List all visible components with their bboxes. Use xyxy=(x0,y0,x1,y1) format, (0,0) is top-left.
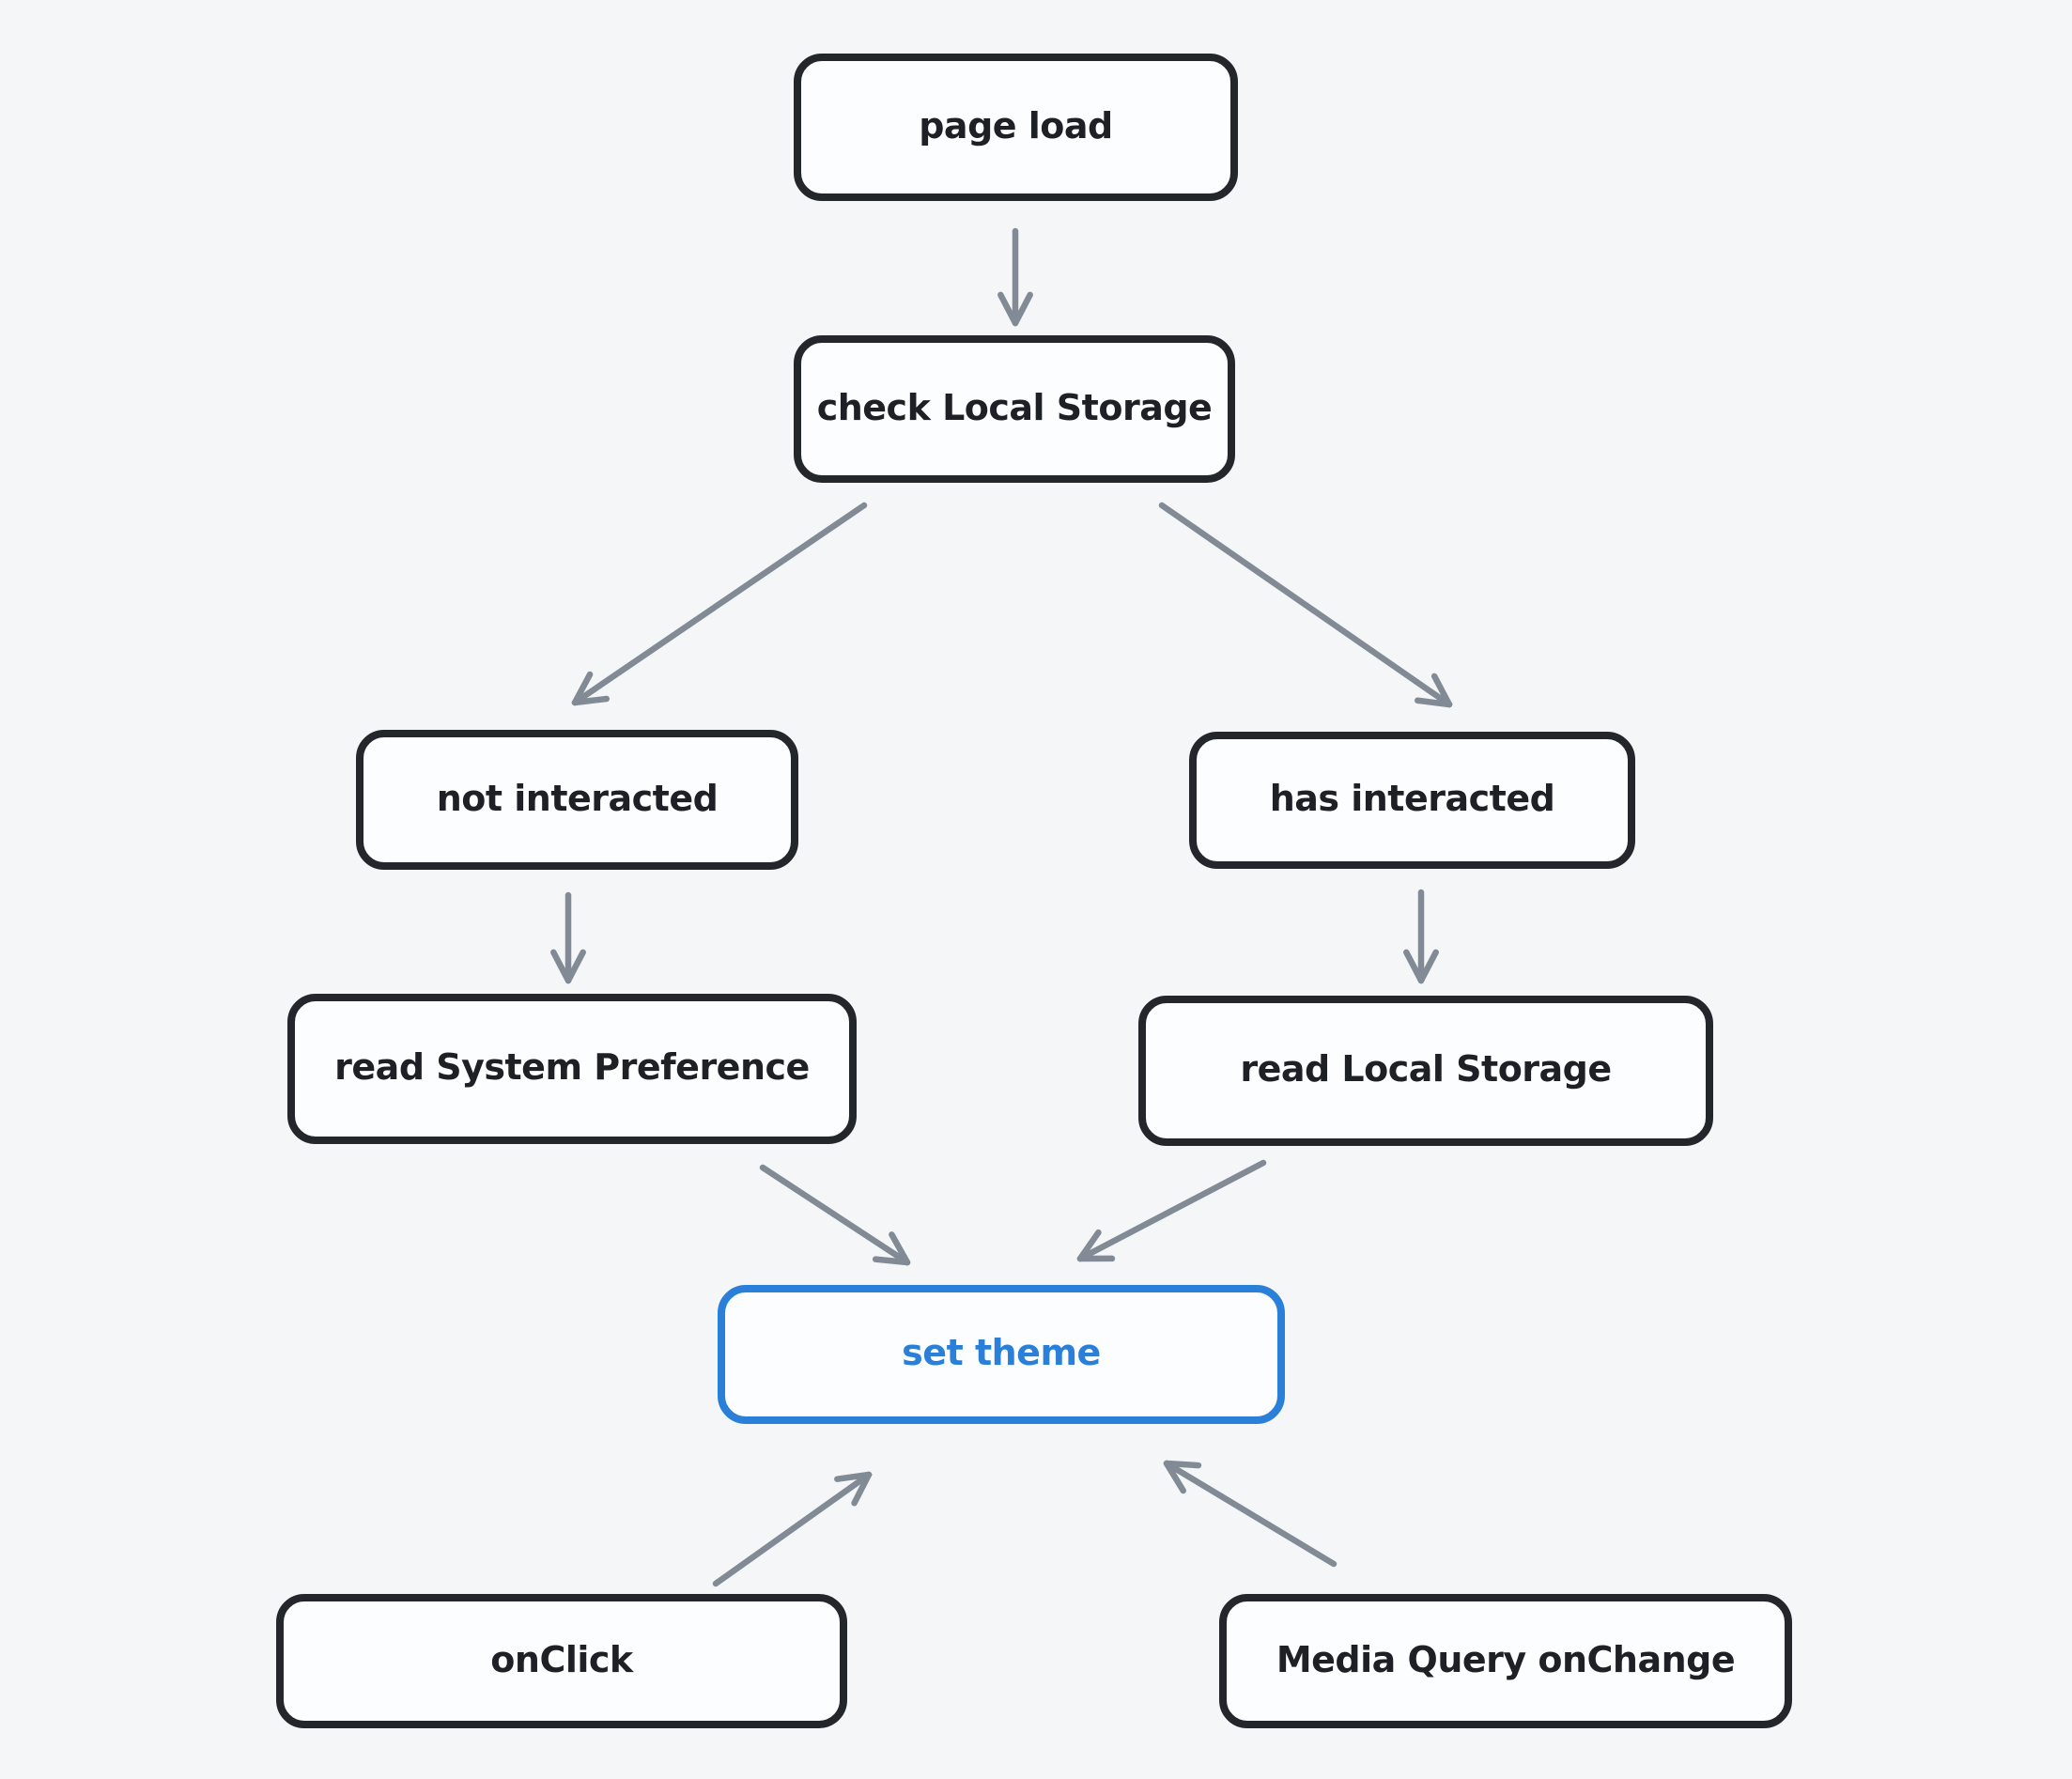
node-read-system-preference: read System Preference xyxy=(287,994,857,1144)
arrow-read-sys-to-set-theme xyxy=(759,1164,911,1266)
arrow-onclick-to-set-theme xyxy=(712,1471,873,1587)
node-not-interacted: not interacted xyxy=(356,730,798,870)
node-label-media-query-onchange: Media Query onChange xyxy=(1276,1638,1736,1680)
node-check-local-storage: check Local Storage xyxy=(794,335,1235,483)
arrow-not-interacted-to-read-sys xyxy=(550,891,586,984)
node-label-page-load: page load xyxy=(919,104,1113,147)
node-page-load: page load xyxy=(794,54,1238,201)
node-set-theme: set theme xyxy=(718,1285,1285,1424)
arrow-read-ls-to-set-theme xyxy=(1076,1159,1267,1262)
node-label-read-system-preference: read System Preference xyxy=(334,1046,810,1088)
node-read-local-storage: read Local Storage xyxy=(1138,996,1713,1146)
arrow-media-query-to-set-theme xyxy=(1163,1460,1338,1568)
node-has-interacted: has interacted xyxy=(1189,732,1635,869)
node-media-query-onchange: Media Query onChange xyxy=(1219,1594,1792,1728)
node-label-check-local-storage: check Local Storage xyxy=(816,386,1213,428)
node-label-read-local-storage: read Local Storage xyxy=(1240,1048,1612,1090)
node-label-set-theme: set theme xyxy=(902,1332,1101,1373)
node-label-has-interacted: has interacted xyxy=(1269,778,1555,819)
arrow-page-load-to-check xyxy=(997,227,1033,327)
arrow-check-to-has-interacted xyxy=(1158,502,1453,708)
node-label-onclick: onClick xyxy=(490,1638,633,1680)
arrow-check-to-not-interacted xyxy=(571,502,868,706)
arrow-has-interacted-to-read-ls xyxy=(1403,889,1439,984)
node-label-not-interacted: not interacted xyxy=(436,777,719,819)
node-onclick: onClick xyxy=(276,1594,847,1728)
